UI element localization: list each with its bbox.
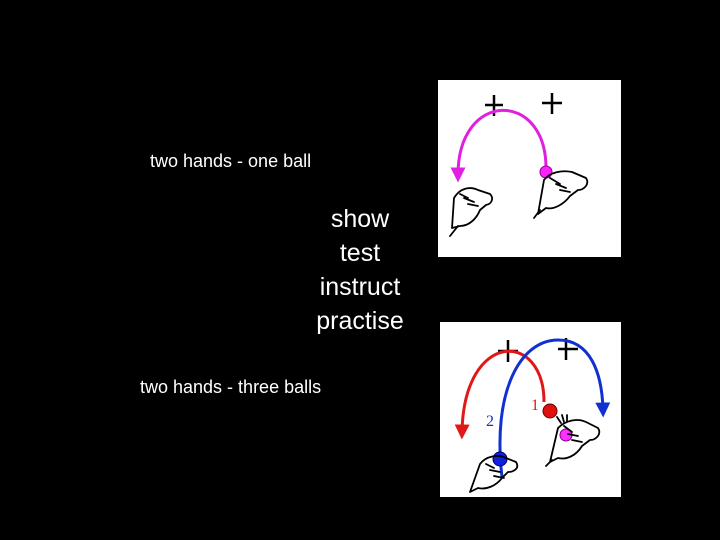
hand-icon xyxy=(469,455,519,493)
step-instruct: instruct xyxy=(319,273,401,301)
label-two: 2 xyxy=(486,413,494,430)
three-balls-illustration: 1 2 xyxy=(440,322,621,497)
ball-red xyxy=(542,403,558,419)
caption-one-ball: two hands - one ball xyxy=(150,151,312,171)
hand-icon xyxy=(449,187,493,237)
step-test: test xyxy=(339,239,381,267)
three-balls-diagram: 1 2 xyxy=(454,338,611,493)
step-practise: practise xyxy=(316,307,404,335)
blue-arc xyxy=(498,338,611,478)
one-ball-diagram xyxy=(449,93,589,237)
caption-three-balls: two hands - three balls xyxy=(140,377,322,397)
ball-pink xyxy=(539,165,553,179)
hand-icon xyxy=(545,414,601,467)
label-one: 1 xyxy=(531,397,539,414)
hand-icon xyxy=(533,170,589,219)
plus-mark-icon xyxy=(542,93,562,114)
one-ball-illustration xyxy=(438,80,621,257)
step-show: show xyxy=(330,205,390,233)
steps-list: show test instruct practise xyxy=(290,202,430,338)
one-ball-arc xyxy=(450,108,548,183)
red-arc xyxy=(454,349,546,440)
ball-blue xyxy=(492,451,508,467)
